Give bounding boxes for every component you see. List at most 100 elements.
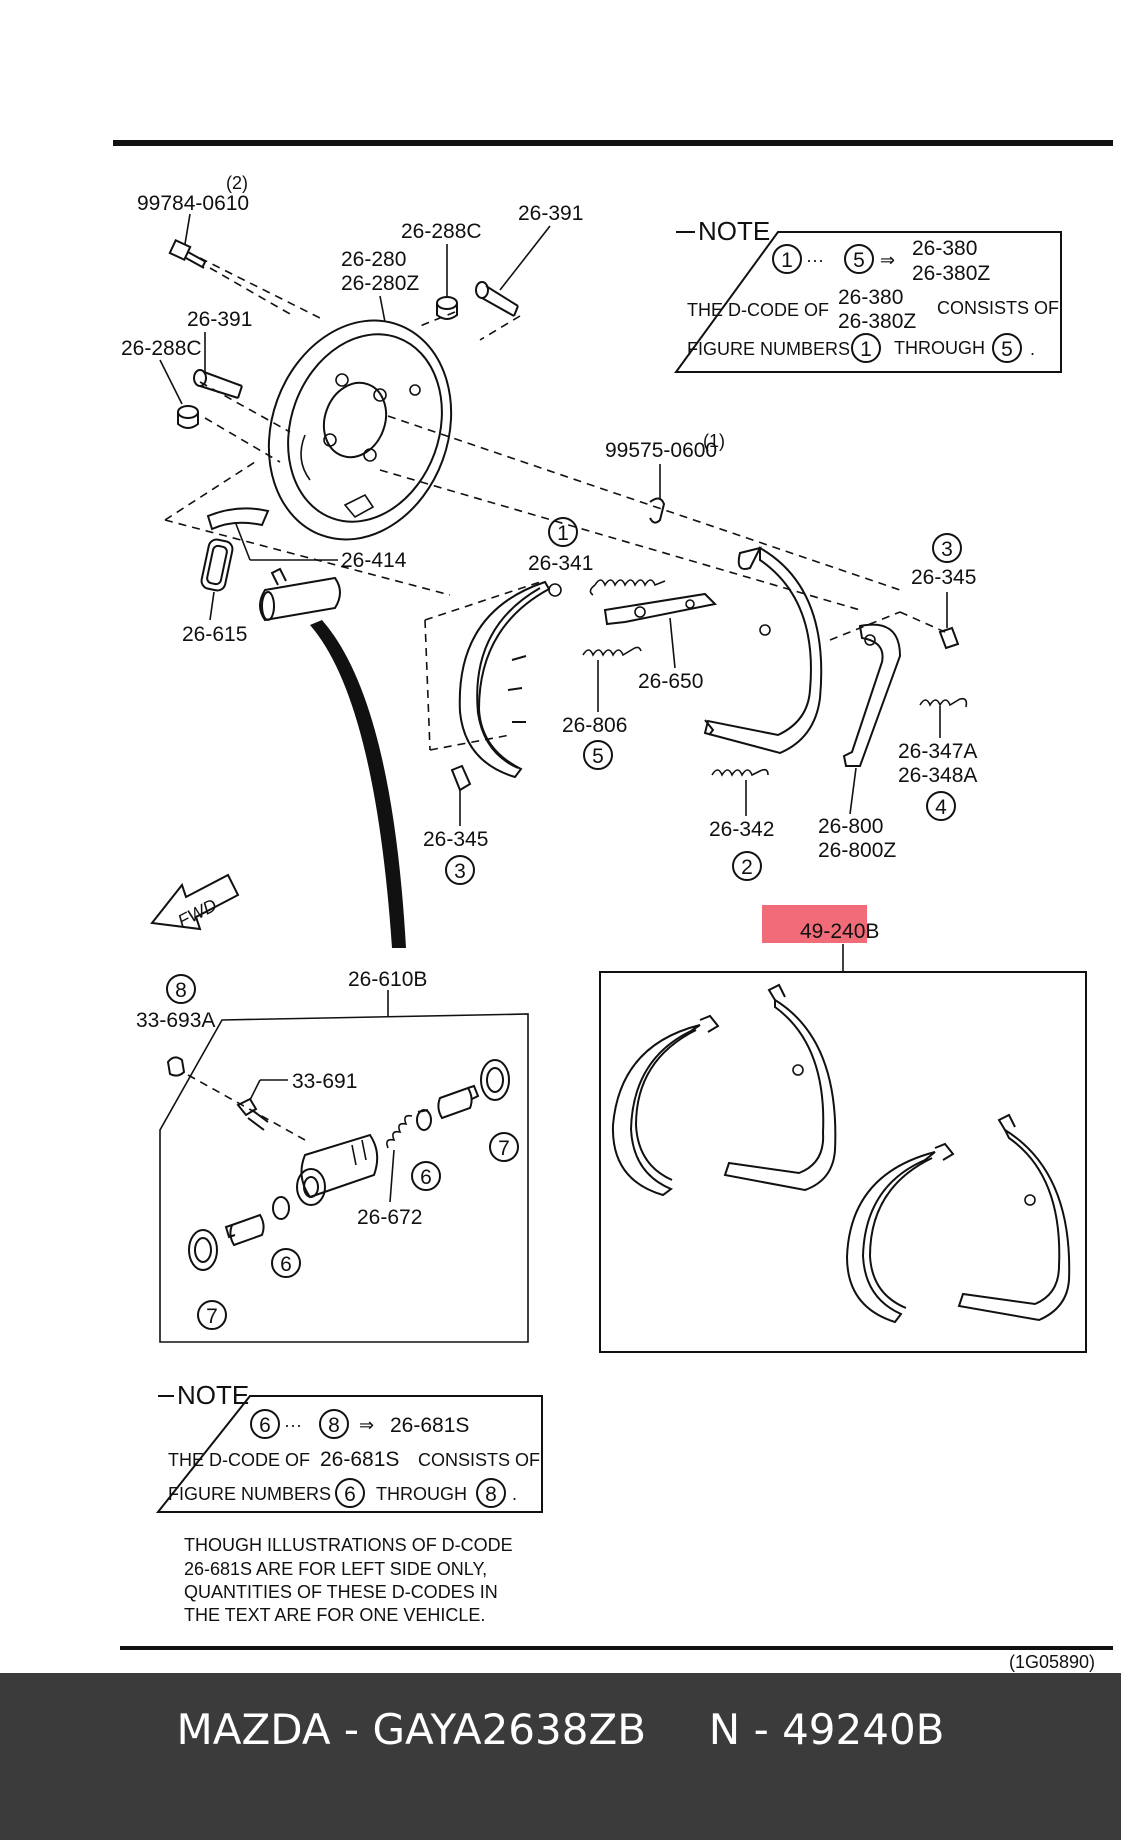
disclaimer-line-1: THOUGH ILLUSTRATIONS OF D-CODE: [184, 1535, 513, 1555]
svg-text:6: 6: [344, 1483, 356, 1506]
link-curve: [310, 620, 406, 948]
dashed-right: [829, 611, 946, 641]
svg-text:···: ···: [806, 250, 824, 270]
dashed-left-shoe: [424, 581, 541, 751]
svg-text:CONSISTS OF: CONSISTS OF: [937, 298, 1059, 318]
note1-title: NOTE: [698, 216, 770, 246]
label-cyl-spring: 26-672: [357, 1206, 422, 1229]
parking-lever-icon: [842, 623, 902, 767]
svg-text:FIGURE NUMBERS: FIGURE NUMBERS: [687, 339, 850, 359]
svg-text:THE D-CODE OF: THE D-CODE OF: [687, 300, 829, 320]
bleeder-cap-icon: [166, 1056, 186, 1077]
boot-left-icon: [188, 1229, 218, 1271]
brake-shoe-left: [458, 580, 562, 779]
svg-text:THROUGH: THROUGH: [376, 1484, 467, 1504]
assembly-lines-left: [164, 257, 901, 611]
svg-text:5: 5: [592, 745, 604, 768]
footer-sep-2: -: [753, 1705, 769, 1754]
footer-brand: MAZDA: [176, 1705, 331, 1754]
holder-right-icon: [938, 626, 960, 650]
svg-text:1: 1: [557, 522, 569, 545]
cup-left-icon: [272, 1196, 290, 1220]
figure-code: (1G05890): [1009, 1652, 1095, 1672]
svg-text:2: 2: [741, 856, 753, 879]
svg-text:NOTE: NOTE: [177, 1380, 249, 1410]
label-shim: 26-414: [341, 549, 407, 572]
label-spring-342: 26-342: [709, 818, 774, 841]
circle-7-b: [197, 1300, 227, 1330]
label-holder-left: 26-345: [423, 828, 488, 851]
label-bushing-top: 26-288C: [401, 220, 482, 243]
clip-icon: [649, 497, 666, 524]
svg-text:8: 8: [328, 1414, 340, 1437]
label-holder-right: 26-345: [911, 566, 976, 589]
bolt-icon: [168, 238, 207, 269]
label-shoe-800: 26-800: [818, 815, 883, 838]
label-bushing-left: 26-288C: [121, 337, 202, 360]
top-rule: [113, 140, 1113, 146]
gasket-icon: [200, 538, 234, 592]
svg-text:3: 3: [941, 538, 953, 561]
label-shoe-800z: 26-800Z: [818, 839, 896, 862]
label-bolt-qty: (2): [226, 173, 248, 193]
svg-text:6: 6: [420, 1166, 432, 1189]
cyl-spring-icon: [386, 1114, 413, 1149]
disclaimer-line-3: QUANTITIES OF THESE D-CODES IN: [184, 1582, 498, 1602]
svg-text:8: 8: [485, 1483, 497, 1506]
shoe-set-box: [599, 971, 1087, 1353]
label-plate-a: 26-280: [341, 248, 406, 271]
brake-shoe-right: [703, 546, 823, 755]
bushing-top-icon: [436, 296, 458, 320]
label-pin-left: 26-391: [187, 308, 252, 331]
bleeder-icon: [236, 1097, 269, 1131]
svg-text:FIGURE NUMBERS: FIGURE NUMBERS: [168, 1484, 331, 1504]
svg-text:26-380Z: 26-380Z: [838, 310, 916, 333]
wheel-cylinder-icon: [296, 1133, 379, 1206]
svg-text:5: 5: [1001, 338, 1013, 361]
label-clip-qty: (1): [703, 431, 725, 451]
fwd-arrow-icon: FWD: [150, 873, 240, 931]
svg-text:⇒: ⇒: [359, 1415, 374, 1435]
label-bleeder-cap: 33-693A: [136, 1009, 215, 1032]
spring-806-icon: [582, 646, 642, 657]
svg-text:26-380: 26-380: [912, 237, 977, 260]
adjuster-icon: [603, 592, 718, 626]
svg-text:5: 5: [853, 249, 865, 272]
footer-sep-1: -: [343, 1705, 360, 1754]
fwd-label: FWD: [174, 895, 220, 931]
circle-3-left: [445, 855, 475, 885]
label-clip: 99575-0600: [605, 439, 717, 462]
piston-left-icon: [224, 1213, 265, 1247]
pin-left-icon: [193, 369, 243, 399]
circle-6-b: [271, 1248, 301, 1278]
footer-n-label: N: [708, 1705, 741, 1754]
circle-8: [166, 974, 196, 1004]
label-pin-top: 26-391: [518, 202, 583, 225]
footer-bar: MAZDA - GAYA2638ZB N - 49240B: [0, 1673, 1121, 1840]
footer-n-value: 49240B: [782, 1705, 945, 1754]
cup-right-icon: [416, 1109, 432, 1131]
label-spring-806: 26-806: [562, 714, 627, 737]
svg-text:.: .: [512, 1484, 517, 1504]
shim-icon: [206, 507, 270, 531]
highlight-box: [762, 905, 867, 943]
svg-text:4: 4: [935, 796, 947, 819]
disclaimer-line-4: THE TEXT ARE FOR ONE VEHICLE.: [184, 1605, 485, 1625]
disclaimer-line-2: 26-681S ARE FOR LEFT SIDE ONLY,: [184, 1559, 487, 1579]
circle-3-right: [932, 533, 962, 563]
svg-text:1: 1: [781, 249, 793, 272]
label-shoe-set: 49-240B: [800, 920, 879, 943]
cylinder-box: [159, 1013, 529, 1343]
label-gasket: 26-615: [182, 623, 247, 646]
label-spring-347a: 26-347A: [898, 740, 977, 763]
svg-text:26-380Z: 26-380Z: [912, 262, 990, 285]
backing-plate: [267, 319, 453, 541]
label-plate-b: 26-280Z: [341, 272, 419, 295]
note-box-2: NOTE 6 ··· 8 ⇒ 26-681S THE D-CODE OF 26-…: [155, 1380, 543, 1513]
svg-text:7: 7: [498, 1137, 510, 1160]
svg-text:7: 7: [206, 1305, 218, 1328]
parts-diagram: FWD NOTE 1 ··· 5 ⇒ 26-380 26-380Z THE D-…: [113, 140, 1113, 1672]
wheel-cylinder-small-icon: [259, 567, 341, 622]
label-bolt: 99784-0610: [137, 192, 249, 215]
svg-text:26-380: 26-380: [838, 286, 903, 309]
